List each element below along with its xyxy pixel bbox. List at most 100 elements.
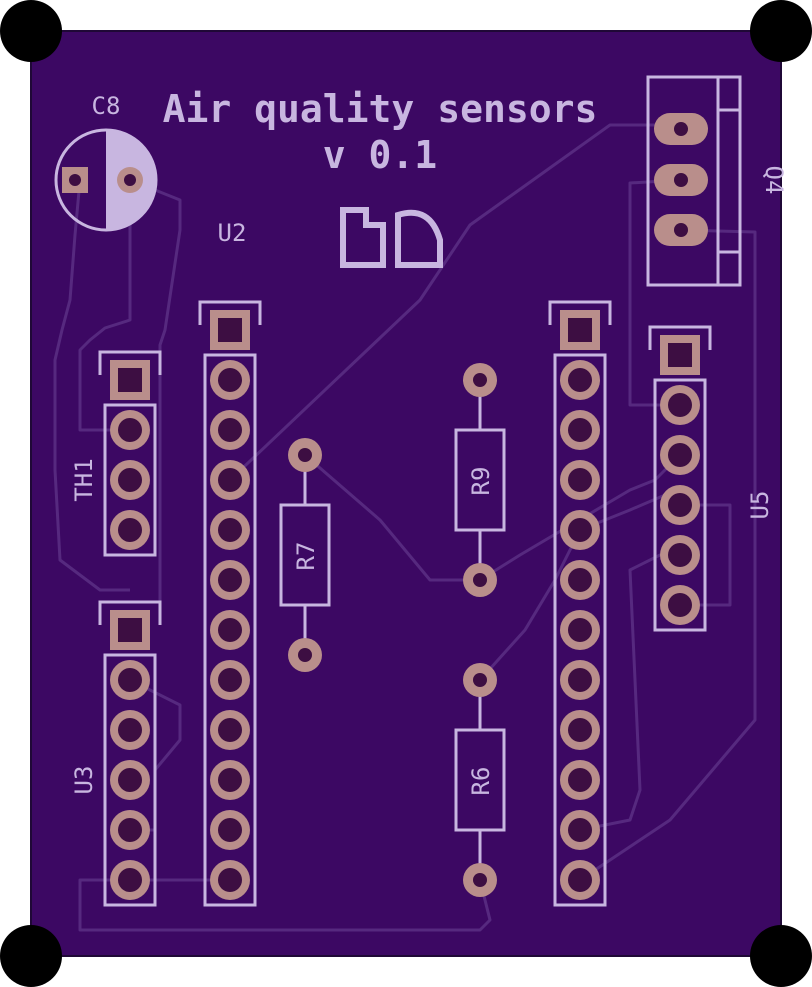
header-u5-pin1-marker [648, 325, 712, 350]
pad-drill [568, 468, 592, 492]
pad-drill [568, 718, 592, 742]
trace [479, 453, 682, 582]
pad-drill [118, 868, 142, 892]
pad-drill [218, 818, 242, 842]
pad-drill [668, 593, 692, 617]
header-u5 [648, 325, 712, 632]
label-r6: R6 [467, 767, 495, 796]
pad-drill [568, 318, 592, 342]
header-th1 [98, 350, 162, 557]
transistor-q4: Q4 [646, 75, 788, 287]
header-th1-outline [103, 403, 157, 557]
q4-pad-3-drill [674, 223, 688, 237]
pad-drill [218, 418, 242, 442]
label-u3: U3 [70, 766, 98, 795]
pad-drill [218, 718, 242, 742]
mount-hole-bottom-right [750, 925, 812, 987]
pad-drill [118, 418, 142, 442]
pad-drill [118, 518, 142, 542]
board-title: Air quality sensors [163, 87, 598, 131]
r7-body [279, 503, 331, 607]
label-r7: R7 [292, 542, 320, 571]
board-version: v 0.1 [323, 133, 437, 177]
capacitor-c8: C8 [54, 92, 158, 232]
logo-mark-right [395, 209, 443, 268]
trace [53, 179, 130, 592]
pad-drill [218, 768, 242, 792]
label-u5: U5 [746, 491, 774, 520]
pad-drill [568, 868, 592, 892]
header-u2 [198, 300, 262, 907]
r6-body [454, 728, 506, 832]
pad-drill [668, 543, 692, 567]
mount-hole-top-left [0, 0, 62, 62]
pad-drill [218, 618, 242, 642]
trace [228, 123, 680, 482]
pad-drill [118, 768, 142, 792]
r9-pad-2-drill [473, 573, 487, 587]
header-u4-outline [553, 353, 607, 907]
pad-drill [218, 368, 242, 392]
r9-body [454, 428, 506, 532]
pad-drill [568, 368, 592, 392]
q4-pad-2-drill [674, 173, 688, 187]
r7-pad-1-drill [298, 448, 312, 462]
pad-drill [568, 518, 592, 542]
q4-outline [646, 75, 742, 287]
r6-pad-1-drill [473, 673, 487, 687]
pad-drill [118, 818, 142, 842]
c8-pad-1-drill [69, 174, 81, 186]
pad-drill [668, 343, 692, 367]
pad-drill [218, 868, 242, 892]
header-u2-outline [203, 353, 257, 907]
pad-drill [668, 393, 692, 417]
r9-pad-1-drill [473, 373, 487, 387]
header-th1-pin1-marker [98, 350, 162, 375]
header-u3-pin1-marker [98, 600, 162, 625]
q4-pad-1-drill [674, 122, 688, 136]
pad-drill [118, 718, 142, 742]
pad-drill [568, 818, 592, 842]
c8-pad-2-drill [124, 174, 136, 186]
pad-drill [568, 418, 592, 442]
header-u2-pin1-marker [198, 300, 262, 325]
pad-drill [218, 318, 242, 342]
pad-drill [118, 368, 142, 392]
header-u4 [548, 300, 612, 907]
label-r9: R9 [467, 467, 495, 496]
pad-drill [218, 518, 242, 542]
pad-drill [118, 618, 142, 642]
pad-drill [218, 668, 242, 692]
r7-pad-2-drill [298, 648, 312, 662]
board-logo [340, 207, 443, 268]
resistor-r6: R6 [454, 663, 506, 897]
resistor-r9: R9 [454, 363, 506, 597]
r6-pad-2-drill [473, 873, 487, 887]
header-u5-outline [653, 378, 707, 632]
pad-drill [668, 493, 692, 517]
mount-hole-top-right [750, 0, 812, 62]
logo-mark-left [340, 207, 386, 268]
trace [129, 178, 182, 610]
label-q4: Q4 [760, 166, 788, 195]
pad-drill [218, 568, 242, 592]
label-u2: U2 [218, 219, 247, 247]
pad-drill [568, 768, 592, 792]
trace [78, 878, 492, 932]
header-u3-outline [103, 653, 157, 907]
pad-drill [568, 668, 592, 692]
trace [129, 678, 182, 832]
header-u4-pin1-marker [548, 300, 612, 325]
resistor-r7: R7 [279, 438, 331, 672]
label-c8: C8 [92, 92, 121, 120]
pad-drill [118, 668, 142, 692]
trace [304, 453, 480, 582]
pad-drill [568, 568, 592, 592]
label-th1: TH1 [70, 458, 98, 501]
trace [78, 180, 132, 432]
pad-drill [668, 443, 692, 467]
mount-hole-bottom-left [0, 925, 62, 987]
header-u3 [98, 600, 162, 907]
